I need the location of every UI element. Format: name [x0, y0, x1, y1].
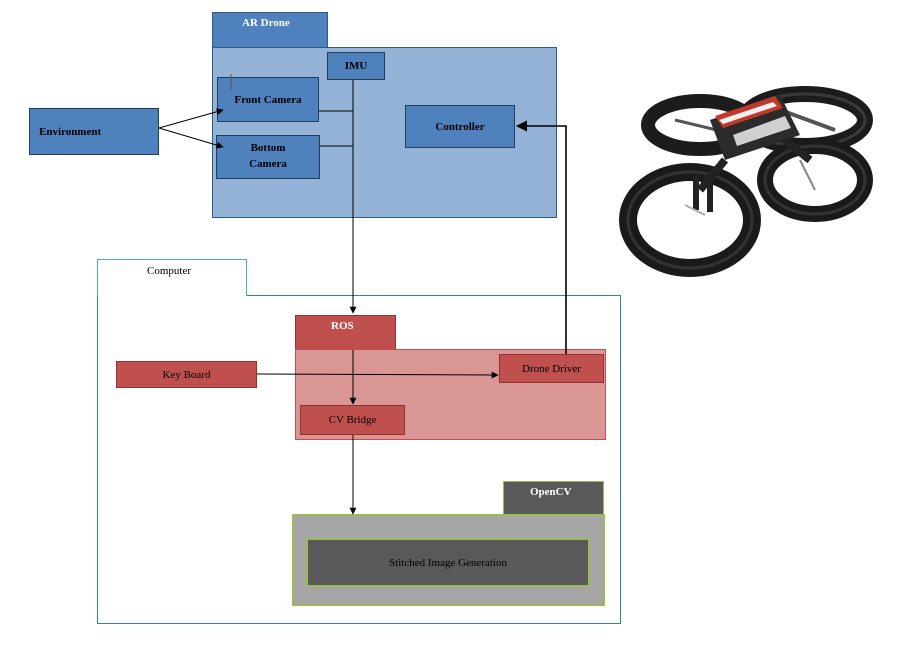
imu-node: IMU	[327, 52, 385, 80]
cv-bridge-label: CV Bridge	[328, 414, 377, 426]
environment-label: Environment	[39, 125, 102, 138]
bottom-camera-label-line2: Camera	[249, 158, 287, 170]
environment-node: Environment	[29, 108, 159, 155]
ar-drone-title: AR Drone	[242, 17, 290, 29]
controller-node: Controller	[405, 105, 515, 148]
drone-driver-node: Drone Driver	[499, 354, 604, 383]
imu-label: IMU	[344, 60, 368, 72]
front-camera-label: Front Camera	[234, 93, 302, 106]
stitched-image-label: Stitched Image Generation	[389, 556, 507, 569]
cv-bridge-node: CV Bridge	[300, 405, 405, 435]
stitched-image-node: Stitched Image Generation	[306, 538, 590, 587]
bottom-camera-label-line1: Bottom	[250, 142, 286, 155]
ros-tab	[295, 315, 396, 350]
opencv-title: OpenCV	[530, 486, 572, 498]
keyboard-node: Key Board	[116, 361, 257, 388]
bottom-camera-node: Bottom Camera	[216, 135, 320, 179]
keyboard-label: Key Board	[162, 368, 211, 381]
ros-title: ROS	[331, 320, 354, 332]
computer-tab	[97, 259, 247, 296]
ar-drone-tab	[212, 12, 328, 48]
drone-driver-label: Drone Driver	[522, 362, 581, 375]
computer-title: Computer	[147, 265, 191, 277]
front-camera-node: Front Camera	[217, 77, 319, 122]
quadcopter-drone-icon	[619, 86, 873, 277]
controller-label: Controller	[435, 120, 485, 133]
